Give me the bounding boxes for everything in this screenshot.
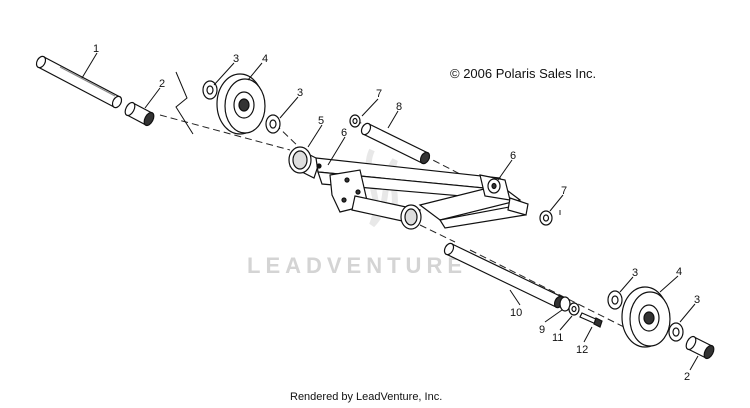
shaft-part-8 xyxy=(360,122,432,165)
shaft-part-1 xyxy=(35,55,124,109)
callout-12: 12 xyxy=(576,344,588,356)
callout-4-lower: 4 xyxy=(676,266,682,278)
nut-part-7-upper xyxy=(350,115,360,127)
callout-1: 1 xyxy=(93,43,99,55)
copyright-text: © 2006 Polaris Sales Inc. xyxy=(450,66,596,81)
callout-5: 5 xyxy=(318,115,324,127)
washer-part-3-upper-right xyxy=(266,115,280,133)
idler-wheel-part-4-upper xyxy=(217,74,265,134)
callout-8: 8 xyxy=(396,101,402,113)
bolt-part-12 xyxy=(580,313,602,327)
washer-part-3-lower-right xyxy=(669,323,683,341)
callout-3-upper-left: 3 xyxy=(233,53,239,65)
watermark-text: LEADVENTURE xyxy=(247,253,467,278)
callout-10: 10 xyxy=(510,307,522,319)
shaft-part-10 xyxy=(443,242,566,309)
washer-part-11 xyxy=(569,303,579,315)
washer-part-9 xyxy=(560,297,570,311)
washer-part-3-upper-left xyxy=(203,81,217,99)
bushing-part-2-upper xyxy=(123,101,156,127)
nut-part-7-lower xyxy=(540,211,552,225)
idler-wheel-part-4-lower xyxy=(622,287,670,347)
leader-lines xyxy=(81,52,699,371)
callout-2-lower: 2 xyxy=(684,371,690,383)
callout-labels: 1 2 3 4 3 5 6 7 8 6 7 3 4 3 10 9 11 12 2 xyxy=(93,43,700,383)
footer-text: Rendered by LeadVenture, Inc. xyxy=(290,391,442,403)
washer-part-3-lower-left xyxy=(608,291,622,309)
callout-7-upper: 7 xyxy=(376,88,382,100)
callout-6-left: 6 xyxy=(341,127,347,139)
callout-4-upper: 4 xyxy=(262,53,268,65)
bushing-part-2-lower xyxy=(684,335,716,360)
callout-7-lower: 7 xyxy=(561,185,567,197)
callout-2-upper: 2 xyxy=(159,78,165,90)
callout-6-right: 6 xyxy=(510,150,516,162)
callout-9: 9 xyxy=(539,324,545,336)
bracket-lines xyxy=(175,71,194,135)
callout-11: 11 xyxy=(552,332,563,344)
arm-assembly-part-5 xyxy=(289,147,528,229)
callout-3-lower-right: 3 xyxy=(694,294,700,306)
callout-3-upper-right: 3 xyxy=(297,87,303,99)
callout-3-lower-left: 3 xyxy=(632,267,638,279)
